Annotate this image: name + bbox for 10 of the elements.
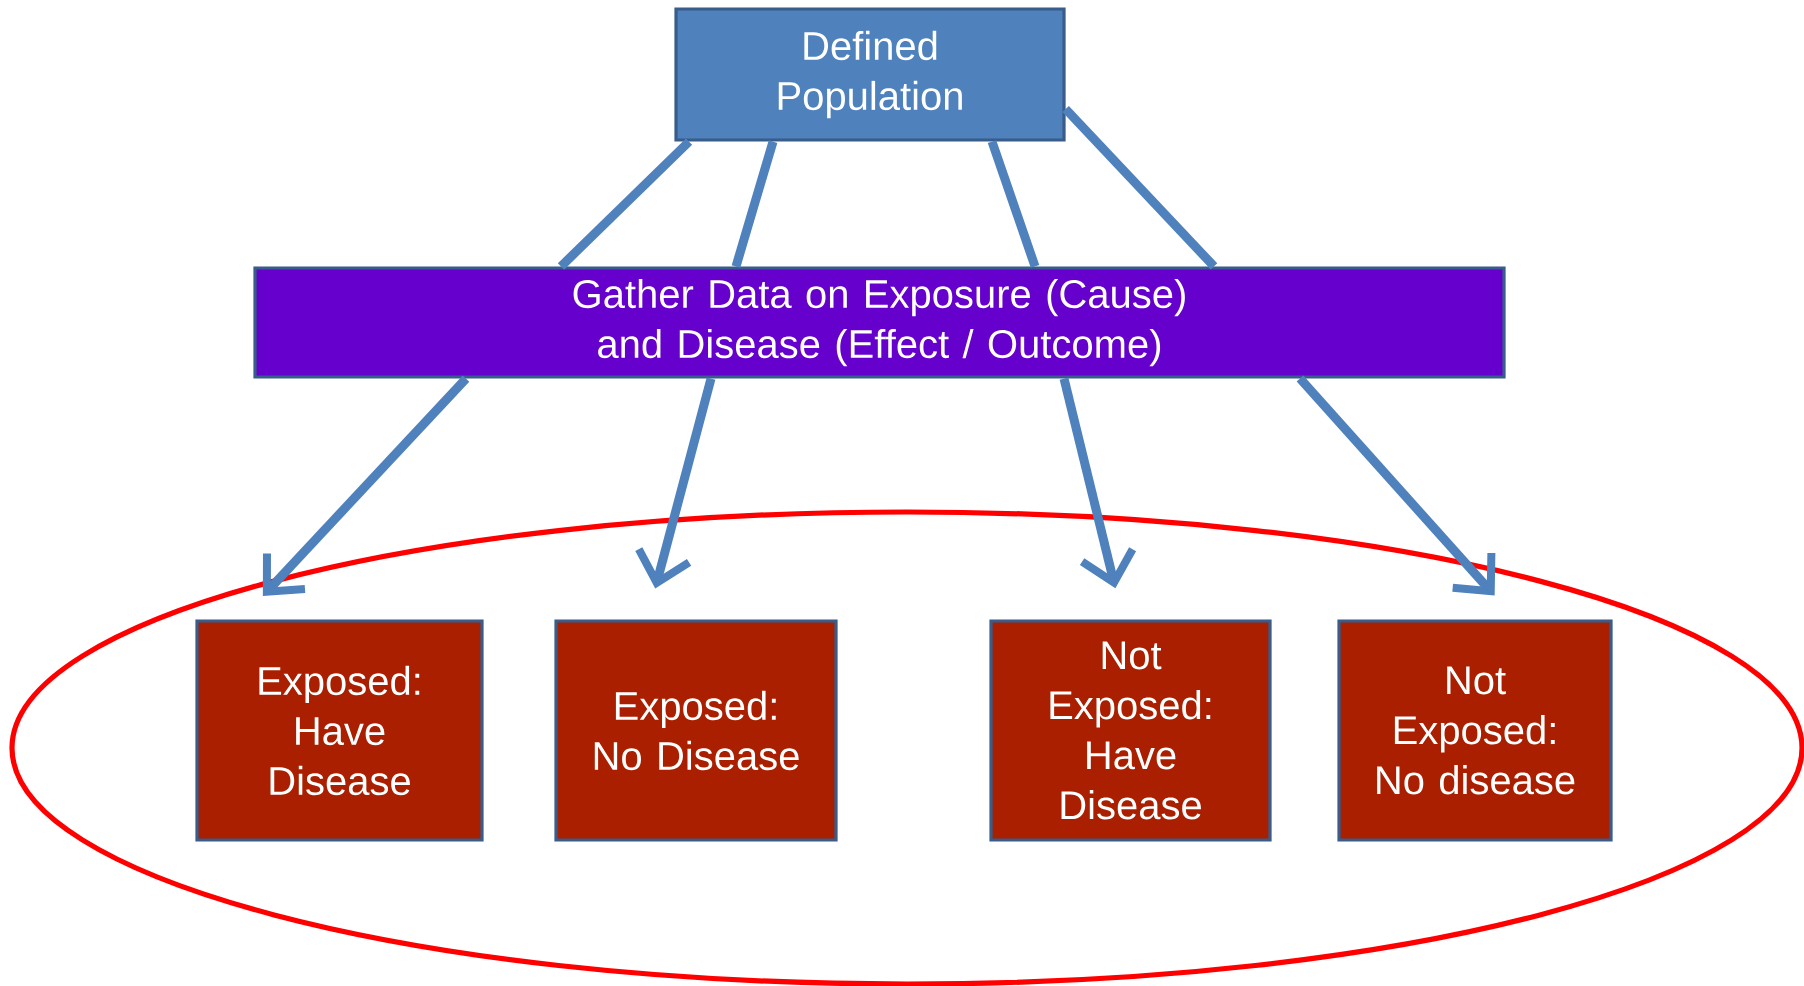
group-box: Exposed: Have Disease [195, 619, 484, 842]
arrow [1059, 377, 1137, 589]
arrow [262, 375, 470, 597]
group-box: Not Exposed: Have Disease [989, 619, 1272, 842]
population-box: Defined Population [674, 7, 1066, 142]
group-box: Not Exposed: No disease [1337, 619, 1613, 842]
group-box: Exposed: No Disease [554, 619, 838, 842]
data-band: Gather Data on Exposure (Cause) and Disease (Effect / Outcome) [253, 266, 1506, 379]
arrow [635, 377, 716, 589]
arrow [1296, 375, 1496, 596]
